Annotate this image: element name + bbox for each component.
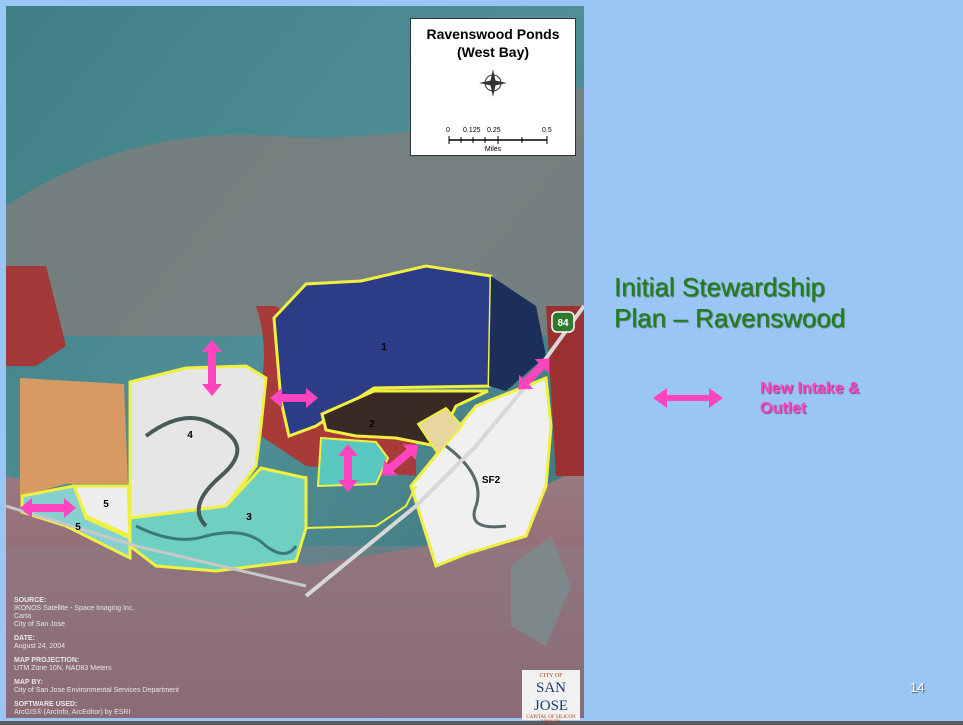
pond-dark (489, 276, 546, 391)
credit-projection: MAP PROJECTION: UTM Zone 10N, NAD83 Mete… (14, 657, 224, 673)
legend-text-line-2: Outlet (760, 400, 807, 417)
pond-label-2: 2 (369, 419, 375, 430)
logo-name: SAN JOSE (533, 680, 569, 714)
logo-tagline: CAPITAL OF SILICON VALLEY (526, 715, 576, 725)
map-legend-title-line-1: Ravenswood Ponds (426, 26, 560, 42)
salt-field (20, 378, 128, 496)
credit-mapby: MAP BY: City of San Jose Environmental S… (14, 679, 224, 695)
map-credits: SOURCE: IKONOS Satellite - Space Imaging… (14, 597, 224, 723)
map-legend-title: Ravenswood Ponds (West Bay) (411, 25, 575, 61)
pond-sf2 (409, 375, 553, 568)
credit-line: City of San Jose Environmental Services … (14, 687, 179, 694)
credit-line: UTM Zone 10N, NAD83 Meters (14, 665, 112, 672)
arrow-icon (20, 498, 76, 518)
scale-label: 0.25 (487, 127, 501, 134)
satellite-map: 84 1 2 3 4 5 5 SF2 (5, 6, 586, 725)
marsh-left (6, 266, 66, 366)
credit-date: DATE: August 24, 2004 (14, 635, 224, 651)
pond-label-1: 1 (381, 342, 387, 353)
pond-label-5b: 5 (75, 522, 81, 533)
pond-label-sf2: SF2 (482, 475, 501, 486)
map-legend-title-line-2: (West Bay) (456, 44, 530, 60)
credit-source: SOURCE: IKONOS Satellite - Space Imaging… (14, 597, 224, 629)
arrow-icon (338, 444, 358, 492)
page-number: 14 (910, 680, 925, 695)
pond-label-4: 4 (187, 430, 193, 441)
credit-heading: MAP BY: (14, 679, 43, 686)
highway-shield-label: 84 (557, 318, 569, 329)
slide-title: Initial Stewardship Plan – Ravenswood (614, 272, 944, 334)
legend-text: New Intake & Outlet (760, 379, 930, 419)
arrow-icon (270, 388, 318, 408)
map-legend-box: Ravenswood Ponds (West Bay) 0 (410, 18, 576, 156)
credit-heading: SOFTWARE USED: (14, 701, 78, 708)
scale-label: 0 (446, 127, 450, 134)
north-arrow-icon (479, 69, 507, 97)
arrow-icon (381, 444, 419, 476)
arrow-icon (202, 340, 222, 396)
pond-1 (272, 264, 493, 439)
credit-line: City of San Jose (14, 621, 65, 628)
credit-line: Carta (14, 613, 32, 620)
credit-heading: MAP PROJECTION: (14, 657, 80, 664)
slide-title-line-1: Initial Stewardship (614, 272, 825, 302)
credit-line: August 24, 2004 (14, 643, 65, 650)
intake-arrows (20, 340, 550, 518)
scale-bar (448, 136, 548, 144)
credit-heading: DATE: (14, 635, 35, 642)
pond-small (316, 436, 390, 488)
slide-title-line-2: Plan – Ravenswood (614, 303, 846, 333)
highway-shield (551, 311, 575, 333)
logo-top: CITY OF (539, 673, 563, 679)
credit-line: ArcGIS® (ArcInfo, ArcEditor) by ESRI (14, 709, 131, 716)
scale-unit: Miles (484, 146, 502, 153)
scale-label: 0.125 (463, 127, 481, 134)
slough-channel (144, 416, 240, 528)
san-jose-logo: CITY OF SAN JOSE CAPITAL OF SILICON VALL… (522, 670, 580, 725)
pond-label-5a: 5 (103, 499, 109, 510)
credit-heading: SOURCE: (14, 597, 47, 604)
credit-line: IKONOS Satellite - Space Imaging Inc. (14, 605, 135, 612)
pond-label-3: 3 (246, 512, 252, 523)
legend-text-line-1: New Intake & (760, 380, 860, 397)
credit-software: SOFTWARE USED: ArcGIS® (ArcInfo, ArcEdit… (14, 701, 224, 717)
pond-3 (128, 466, 308, 573)
arrow-icon (518, 358, 550, 390)
legend-arrow-icon (653, 388, 723, 408)
scale-label: 0.5 (542, 127, 552, 134)
